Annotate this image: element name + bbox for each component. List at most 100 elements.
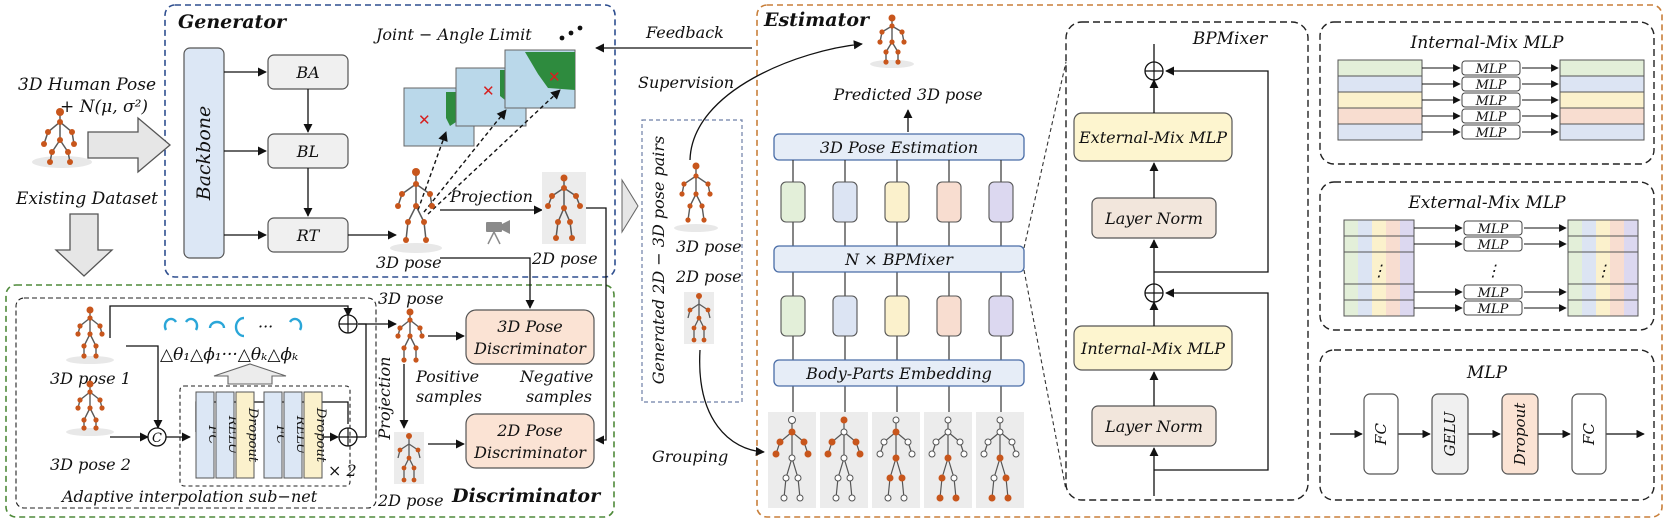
layernorm-top-label: Layer Norm: [1104, 209, 1203, 228]
embedding-block: [773, 359, 1025, 387]
bpmixer-sum-bottom: [1144, 283, 1164, 303]
disc-pose2-skeleton: [66, 380, 114, 436]
disc-pose1-skeleton: [66, 306, 114, 364]
generator-projection-label: Projection: [449, 187, 533, 206]
external-mix-block: [1073, 112, 1233, 162]
bpmixer-title: BPMixer: [1192, 29, 1268, 49]
internal-mlp-label-3: MLP: [1475, 94, 1507, 109]
input-label-line1: 3D Human Pose: [18, 75, 156, 95]
supervision-arrow: [689, 40, 863, 161]
mlp-panel-title: MLP: [1466, 363, 1508, 383]
estimator-title: Estimator: [763, 9, 871, 31]
svg-text:✕: ✕: [548, 68, 561, 86]
bpmixer-stack-label: N × BPMixer: [844, 250, 954, 269]
external-panel-token-left: [1343, 219, 1415, 317]
generated-pairs-label: Generated 2D − 3D pose pairs: [649, 136, 668, 385]
disc-input-arrows: [428, 207, 607, 449]
camera-icon: [486, 220, 510, 245]
middle-2d-pose-skeleton: [684, 292, 714, 344]
disc-2d-label-1: 2D Pose: [496, 421, 563, 440]
input-label-line2: + N(μ, σ²): [60, 97, 148, 117]
mlp-fc1-block: [1363, 393, 1399, 475]
generator-title: Generator: [178, 11, 288, 33]
subnet-dropout2: [303, 391, 323, 479]
subnet-box: [179, 385, 351, 487]
subnet-dropout1: [235, 391, 255, 479]
mlp-fc1-label: FC: [1372, 423, 1390, 446]
external-panel-title: External-Mix MLP: [1407, 193, 1566, 213]
external-mlp-label-3: MLP: [1477, 286, 1509, 301]
generator-3d-pose-skeleton: [390, 168, 442, 253]
middle-2d-pose-label: 2D pose: [675, 267, 742, 286]
rotation-ellipsis: ···: [258, 317, 273, 336]
internal-mlp-label-4: MLP: [1475, 110, 1507, 125]
subnet-fc1: [195, 391, 215, 479]
negative-samples-label-1: Negative: [519, 367, 593, 386]
external-mlp-label-2: MLP: [1477, 238, 1509, 253]
disc-2d-pose-skeleton: [394, 432, 424, 484]
token-connectors: [792, 160, 1002, 412]
angle-map-dashed-arrows: [417, 89, 561, 215]
generator-3d-pose-label: 3D pose: [376, 253, 442, 272]
external-panel-mlps: [1414, 220, 1567, 316]
generated-pairs-region: [641, 119, 743, 403]
internal-mlp-label-2: MLP: [1475, 78, 1507, 93]
tokens-upper: [780, 181, 1014, 223]
body-part-skeletons: [768, 412, 1024, 508]
subnet-relu2: [283, 391, 303, 479]
joint-angle-ellipsis: [559, 25, 583, 41]
internal-mix-panel: [1319, 21, 1655, 165]
middle-transfer-arrow: [621, 178, 639, 234]
input-to-backbone-arrow: [87, 116, 172, 174]
grouping-arrow: [699, 349, 765, 457]
external-mix-panel: [1319, 181, 1655, 331]
internal-mix-block: [1073, 325, 1233, 371]
discriminator-region: [5, 284, 615, 518]
positive-samples-label-2: samples: [416, 387, 482, 406]
generator-arrows: [224, 67, 397, 240]
internal-panel-mlps: [1422, 60, 1559, 140]
svg-text:✕: ✕: [418, 111, 431, 129]
subnet-times2: × 2: [328, 461, 357, 480]
angle-limit-maps: ✕ ✕ ✕: [403, 49, 576, 147]
disc-3d-pose-label: 3D pose: [378, 289, 444, 308]
embedding-label: Body-Parts Embedding: [805, 364, 992, 383]
disc-sum-node-bottom: [338, 427, 358, 447]
internal-mlp-label-1: MLP: [1475, 62, 1507, 77]
pose-estimation-block: [773, 133, 1025, 161]
bpmixer-flow: [1149, 44, 1269, 496]
mlp-fc2-block: [1571, 393, 1607, 475]
dataset-down-arrow: [54, 213, 114, 277]
ba-label: BA: [295, 63, 319, 82]
concat-label: C: [152, 431, 162, 446]
external-dots-center: ⋮: [1485, 261, 1501, 280]
delta-angles-label: △θ₁△ϕ₁···△θₖ△ϕₖ: [160, 345, 298, 365]
generator-2d-pose-skeleton: [542, 172, 586, 244]
bpmixer-stack-block: [773, 245, 1025, 273]
pose-estimation-label: 3D Pose Estimation: [820, 138, 978, 157]
middle-3d-pose-skeleton: [674, 162, 718, 232]
external-mix-label: External-Mix MLP: [1078, 128, 1227, 147]
mlp-gelu-block: [1431, 393, 1469, 475]
predicted-pose-skeleton: [870, 14, 914, 68]
existing-dataset-label: Existing Dataset: [15, 189, 158, 209]
estimator-region: [756, 4, 1663, 518]
subnet-fc2: [263, 391, 283, 479]
internal-panel-title: Internal-Mix MLP: [1410, 33, 1564, 53]
bpmixer-sum-top: [1144, 61, 1164, 81]
layernorm-bottom-label: Layer Norm: [1104, 417, 1203, 436]
disc-3d-pose-skeleton: [395, 308, 425, 363]
internal-mlp-label-5: MLP: [1475, 126, 1507, 141]
mlp-dropout-label: Dropout: [1511, 402, 1529, 467]
grouping-label: Grouping: [652, 447, 728, 466]
subnet-dropout2-label: Dropout: [313, 407, 328, 463]
disc-projection-label: Projection: [375, 357, 394, 441]
generator-2d-pose-label: 2D pose: [531, 249, 598, 268]
disc-2d-label-2: Discriminator: [473, 443, 587, 462]
subnet-relu1: [215, 391, 235, 479]
mlp-panel: [1319, 349, 1655, 501]
rt-label: RT: [296, 226, 321, 245]
svg-text:✕: ✕: [482, 82, 495, 100]
discriminator-inner: [15, 297, 377, 509]
